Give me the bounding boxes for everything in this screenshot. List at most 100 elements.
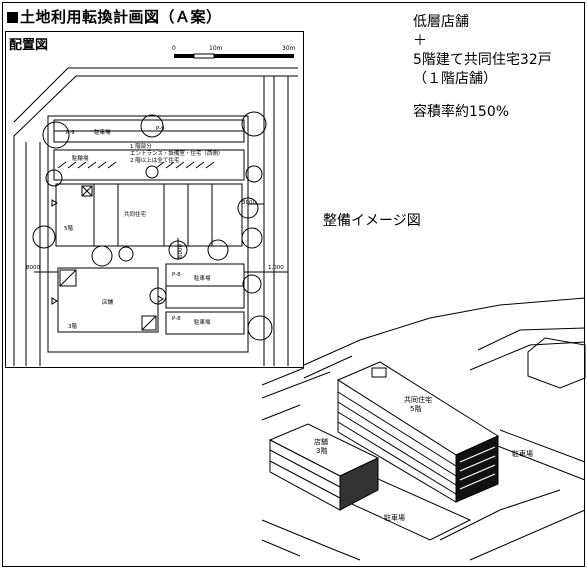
shop-entrance	[59, 269, 77, 287]
label-housing: 共同住宅	[124, 210, 147, 218]
persp-parking-bottom: 駐車場	[384, 513, 405, 522]
title-square-icon	[7, 12, 18, 23]
tree	[241, 227, 263, 249]
road-line	[13, 75, 298, 137]
note-line-3: 2 階以上は全て住宅	[130, 156, 180, 164]
label-dim-6000: 6000	[178, 244, 184, 258]
road-line	[477, 327, 586, 351]
parking-area-mid-2	[165, 285, 245, 309]
bicycle-stalls	[57, 161, 215, 169]
entrance-marker	[51, 199, 58, 207]
entrance-marker	[157, 295, 164, 303]
label-floors-3: 3階	[68, 322, 77, 330]
road-line	[13, 67, 298, 123]
label-p8-top: P-8	[172, 272, 181, 278]
tree	[242, 274, 262, 294]
tree	[140, 114, 164, 138]
persp-shop-floors: 3階	[316, 446, 327, 455]
persp-shop-label: 店舗	[314, 437, 328, 446]
neighbor-building	[527, 337, 586, 389]
scale-end: 30m	[282, 45, 296, 52]
stair-box	[81, 185, 93, 197]
summary-low-rise: 低層店舗	[413, 14, 469, 30]
shop-corner	[141, 315, 157, 331]
floor-line	[337, 411, 457, 486]
label-shop: 店舗	[102, 298, 114, 306]
road-line	[261, 367, 305, 386]
balcony-line	[459, 473, 496, 490]
site-plan-drawing: 0 10m 30m	[13, 45, 298, 366]
road-line	[499, 429, 586, 463]
stair-box	[81, 185, 93, 197]
plan-summary: 低層店舗 ＋ 5階建て共同住宅32戸 （１階店舗） 容積率約150%	[413, 13, 552, 122]
road-line	[261, 519, 361, 561]
road-line	[469, 341, 586, 371]
note-line-2: エントランス・設備室・住宅（西側）	[130, 149, 223, 157]
tree	[149, 287, 167, 305]
floor-line	[269, 449, 341, 488]
shop-right-facade	[339, 457, 379, 511]
parking-area-bottom	[165, 311, 245, 335]
shop-entrance	[59, 269, 77, 287]
housing-right-facade	[455, 435, 499, 503]
scale-bar-segment	[174, 54, 194, 58]
site-plan-inset: 配置図 0 10m 30m	[5, 31, 304, 368]
housing-block	[55, 183, 243, 247]
tree	[118, 246, 134, 262]
tree	[91, 245, 113, 267]
tree	[168, 240, 188, 260]
title-text: 土地利用転換計画図（Ａ案）	[20, 8, 222, 26]
persp-housing-floors: 5階	[410, 404, 421, 413]
label-floors-5: 5階	[64, 224, 73, 232]
summary-housing: 5階建て共同住宅32戸	[413, 52, 552, 68]
housing-building	[336, 361, 500, 503]
summary-floor-area-ratio: 容積率約150%	[413, 104, 510, 120]
tree	[45, 169, 63, 187]
road-line	[303, 297, 586, 366]
rooftop-unit	[371, 367, 387, 378]
tree	[237, 197, 259, 219]
label-parking-mid: 駐車場	[194, 274, 211, 282]
road-line	[439, 489, 561, 541]
label-dim-8000: 8000	[26, 265, 40, 271]
road-line	[469, 509, 586, 561]
scale-bar: 0 10m 30m	[172, 45, 296, 59]
tree	[247, 315, 273, 341]
label-p9-right: P-9	[156, 126, 165, 132]
label-bicycle: 駐輪場	[72, 154, 89, 162]
tree	[245, 165, 263, 183]
tree	[32, 225, 56, 249]
note-line-1: 1 階部分	[130, 142, 152, 150]
label-p9-left: P-9	[66, 130, 75, 136]
label-p8-bottom: P-8	[172, 316, 181, 322]
perspective-label: 整備イメージ図	[323, 213, 421, 229]
road-line	[261, 539, 301, 557]
page-title: 土地利用転換計画図（Ａ案）	[7, 6, 222, 27]
shop-corner	[141, 315, 157, 331]
tree	[42, 121, 70, 149]
floor-line	[337, 391, 457, 467]
road-line	[303, 355, 353, 379]
site-plan-label: 配置図	[9, 38, 49, 53]
summary-ground-shop: （１階店舗）	[413, 71, 497, 87]
label-parking-top: 駐車場	[94, 128, 111, 136]
scale-mid: 10m	[209, 45, 223, 52]
floor-line	[337, 421, 457, 495]
scale-bar-segment	[193, 53, 215, 59]
scale-zero: 0	[172, 45, 176, 52]
road-line	[261, 371, 331, 399]
floor-line	[337, 401, 457, 477]
persp-parking-right: 駐車場	[512, 449, 533, 458]
balcony-line	[459, 446, 496, 463]
label-dim-1000: 1,000	[268, 265, 284, 271]
floor-line	[269, 460, 341, 499]
tree	[241, 111, 267, 137]
tree	[145, 165, 159, 179]
entrance-marker	[51, 297, 58, 305]
shop-building	[268, 423, 380, 511]
road-line	[494, 444, 586, 481]
balcony-line	[459, 455, 496, 472]
label-parking-bottom: 駐車場	[194, 318, 211, 326]
